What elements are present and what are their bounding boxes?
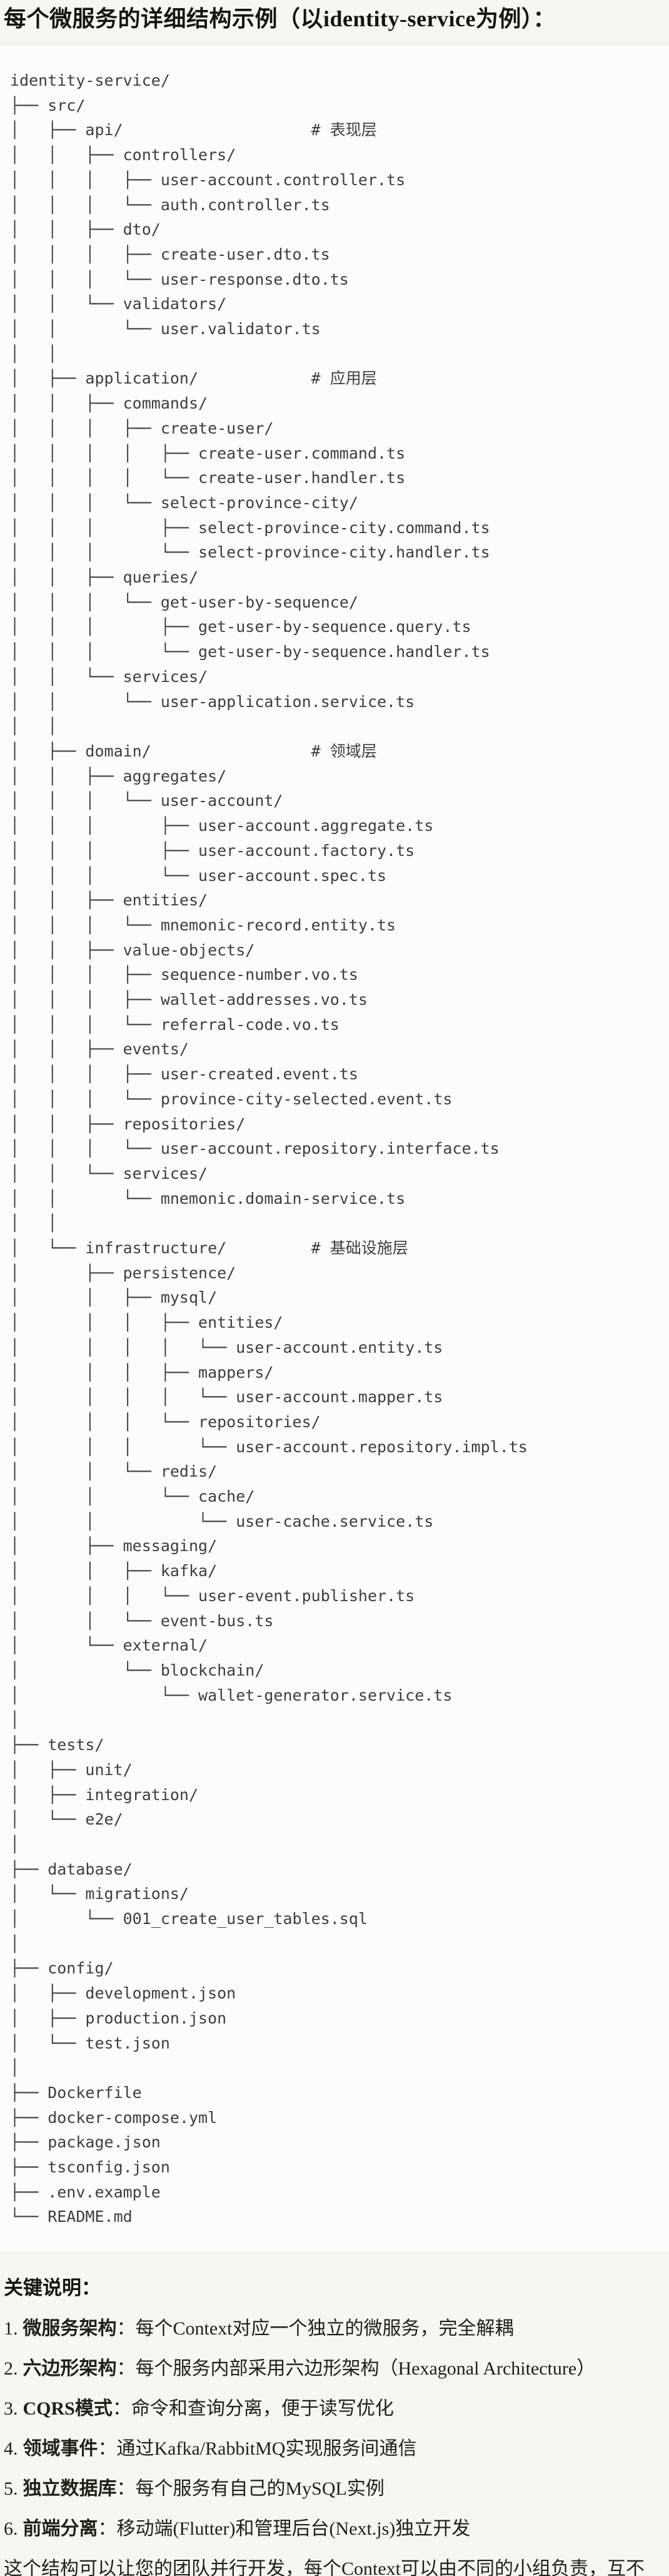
note-number: 4. (4, 2438, 18, 2460)
directory-tree: identity-service/ ├── src/ │ ├── api/ # … (10, 71, 528, 2226)
notes-section: 关键说明： 1.微服务架构：每个Context对应一个独立的微服务，完全解耦 2… (0, 2253, 669, 2576)
note-separator: ： (116, 2318, 136, 2339)
note-separator: ： (98, 2438, 117, 2460)
note-description: 每个服务有自己的MySQL实例 (135, 2478, 385, 2500)
notes-heading: 关键说明： (4, 2277, 101, 2299)
note-item: 5.独立数据库：每个服务有自己的MySQL实例 (4, 2477, 663, 2501)
note-number: 1. (4, 2318, 18, 2339)
note-description: 移动端(Flutter)和管理后台(Next.js)独立开发 (116, 2518, 471, 2540)
note-item: 1.微服务架构：每个Context对应一个独立的微服务，完全解耦 (4, 2317, 663, 2341)
note-item: 4.领域事件：通过Kafka/RabbitMQ实现服务间通信 (4, 2437, 663, 2461)
note-number: 2. (4, 2358, 18, 2380)
note-term: CQRS模式 (23, 2398, 113, 2420)
page-title: 每个微服务的详细结构示例（以identity-service为例）： (4, 6, 556, 31)
note-term: 前端分离 (23, 2518, 98, 2540)
notes-footer: 这个结构可以让您的团队并行开发，每个Context可以由不同的小组负责，互不干扰… (4, 2558, 645, 2576)
note-term: 六边形架构 (23, 2358, 117, 2380)
note-separator: ： (116, 2478, 136, 2500)
note-item: 6.前端分离：移动端(Flutter)和管理后台(Next.js)独立开发 (4, 2517, 663, 2541)
note-separator: ： (116, 2358, 136, 2380)
note-term: 微服务架构 (23, 2318, 117, 2339)
note-separator: ： (112, 2398, 131, 2420)
note-description: 每个Context对应一个独立的微服务，完全解耦 (135, 2318, 514, 2339)
note-item: 3.CQRS模式：命令和查询分离，便于读写优化 (4, 2397, 663, 2421)
note-number: 3. (4, 2398, 18, 2420)
note-term: 领域事件 (23, 2438, 98, 2460)
note-description: 每个服务内部采用六边形架构（Hexagonal Architecture） (135, 2358, 596, 2380)
notes-list: 1.微服务架构：每个Context对应一个独立的微服务，完全解耦 2.六边形架构… (4, 2317, 663, 2541)
note-description: 通过Kafka/RabbitMQ实现服务间通信 (116, 2438, 417, 2460)
note-description: 命令和查询分离，便于读写优化 (131, 2398, 394, 2420)
note-number: 6. (4, 2518, 18, 2540)
note-separator: ： (98, 2518, 117, 2540)
note-number: 5. (4, 2478, 18, 2500)
note-term: 独立数据库 (23, 2478, 117, 2500)
note-item: 2.六边形架构：每个服务内部采用六边形架构（Hexagonal Architec… (4, 2357, 663, 2381)
code-block: identity-service/ ├── src/ │ ├── api/ # … (0, 44, 669, 2254)
